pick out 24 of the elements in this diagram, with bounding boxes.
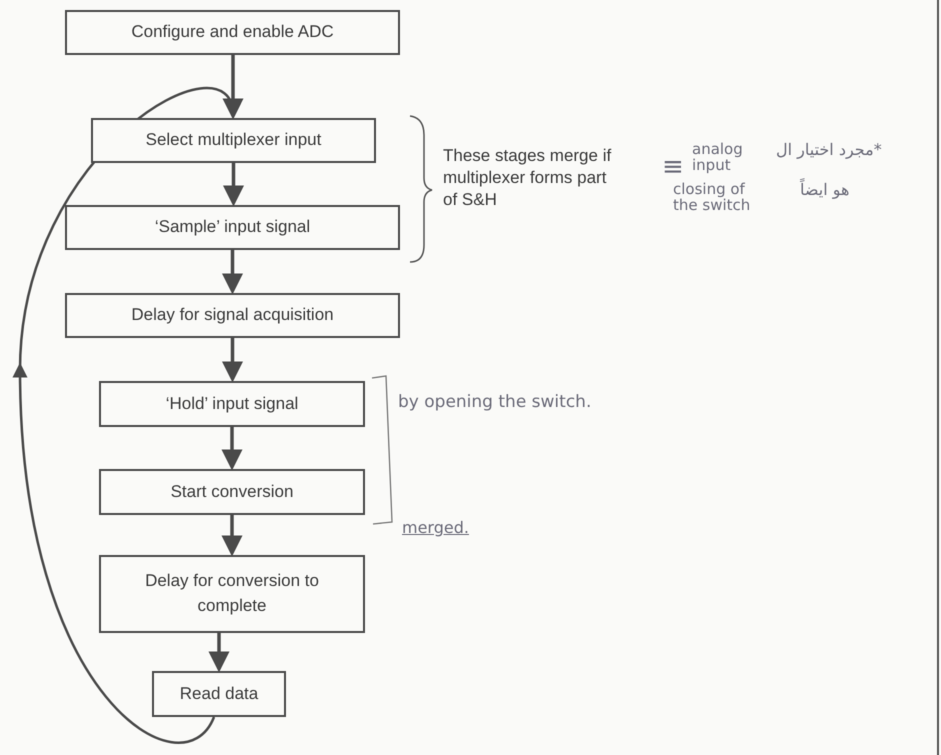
handwritten-note: هو ايضاً — [800, 180, 850, 199]
arrow — [222, 250, 243, 294]
equivalence-sign: ≡ — [662, 152, 684, 182]
arrow — [222, 515, 242, 556]
process-box: Select multiplexer input — [91, 118, 376, 163]
handwritten-note: *مجرد اختيار ال — [776, 140, 882, 159]
process-box: ‘Hold’ input signal — [99, 381, 365, 427]
process-box: Read data — [152, 671, 286, 717]
handwritten-note: merged. — [402, 518, 469, 537]
handwritten-note: by opening the switch. — [398, 392, 592, 412]
arrow — [222, 427, 242, 470]
process-box: Delay for conversion to complete — [99, 555, 365, 633]
arrow — [222, 55, 244, 120]
arrow — [12, 86, 241, 744]
process-box: Delay for signal acquisition — [65, 293, 400, 338]
note-text: These stages merge if multiplexer forms part of S&H — [443, 145, 612, 212]
arrow — [223, 163, 244, 206]
process-box: Configure and enable ADC — [65, 10, 400, 55]
handwritten-note: closing of the switch — [673, 182, 752, 214]
arrow — [222, 338, 243, 382]
arrow — [208, 633, 230, 672]
handwritten-note: analog input — [692, 142, 744, 174]
process-box: Start conversion — [99, 469, 365, 515]
process-box: ‘Sample’ input signal — [65, 205, 400, 250]
